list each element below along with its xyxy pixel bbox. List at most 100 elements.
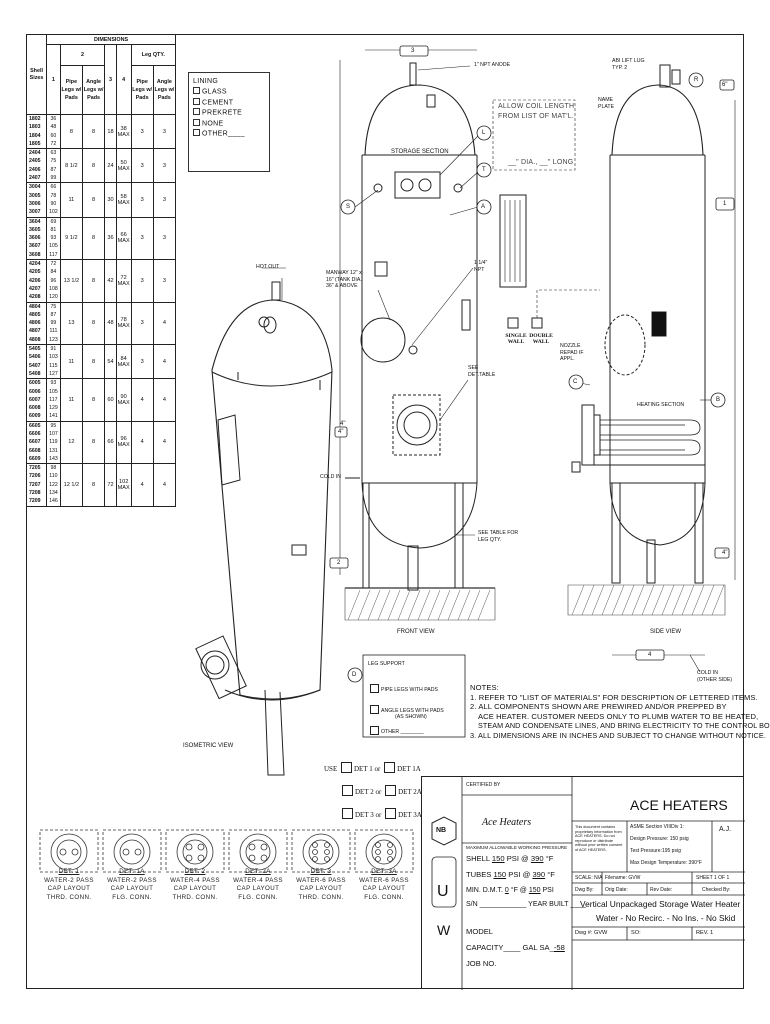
balloon-l: L <box>482 130 486 136</box>
shell-sizes-cell-line: 5406 <box>29 354 41 361</box>
lining-option[interactable]: NONE <box>193 119 265 130</box>
flange-det-label: DET. 3 <box>310 868 332 875</box>
det-3a-label: DET 3A <box>398 811 422 819</box>
shell-sizes-cell-line: 3005 <box>29 192 41 199</box>
pipe-legs-cell: 12 1/2 <box>59 463 83 507</box>
shell-psi[interactable]: 150 <box>491 854 505 863</box>
double-wall-label: DOUBLE WALL <box>529 333 553 345</box>
tubes-psi[interactable]: 150 <box>493 870 507 879</box>
min-psi-value[interactable]: 150 <box>528 887 541 894</box>
lining-option[interactable]: CEMENT <box>193 98 265 109</box>
shell-sizes-cell-line: 3004 <box>29 184 41 191</box>
flange-caption-line: WATER-4 PASS <box>170 876 220 884</box>
shell-sizes-cell-line: 4806 <box>29 320 41 327</box>
lining-option[interactable]: GLASS <box>193 87 265 98</box>
flange-det-label: DET. 1 <box>58 868 80 875</box>
title-block: CERTIFIED BY Ace Heaters NB U W MAXIMUM … <box>421 776 745 990</box>
dim-1-cell-line: 90 <box>50 200 57 207</box>
flange-caption-line: WATER-6 PASS <box>359 876 409 884</box>
flange-caption-line: WATER-2 PASS <box>107 876 157 884</box>
dim-1-cell-line: 131 <box>49 447 58 454</box>
det-3-label: DET 3 <box>355 811 374 819</box>
dim-1-cell-line: 141 <box>49 413 58 420</box>
manway-label: MANWAY 12" x 16" (TANK DIA. 36" & ABOVE <box>326 270 362 289</box>
shell-sizes-cell-line: 3608 <box>29 251 41 258</box>
dim-1-cell-line: 111 <box>49 328 58 335</box>
sa-value[interactable]: -58 <box>553 943 565 952</box>
w-stamp: W <box>437 922 451 938</box>
balloon-r: R <box>694 77 699 83</box>
shell-sizes-cell-line: 6607 <box>29 439 41 446</box>
four-inch-label-side: 4" <box>722 550 728 556</box>
dim-1-cell-line: 117 <box>49 251 58 258</box>
title-block-grid <box>431 777 745 990</box>
dim-1-cell-line: 108 <box>49 285 58 292</box>
dim-1-cell-line: 103 <box>49 354 58 361</box>
dwg-by-label: Dwg By: <box>575 887 594 893</box>
det-2-checkbox[interactable] <box>342 785 353 796</box>
dim-1-cell-line: 75 <box>50 158 57 165</box>
sa-label: SA <box>539 943 550 952</box>
leg-option-angle-label: ANGLE LEGS WITH PADS <box>381 708 444 714</box>
notes-title: NOTES: <box>470 683 499 692</box>
dim-1-cell-line: 102 <box>49 209 58 216</box>
side-view-label: SIDE VIEW <box>650 629 682 635</box>
leg-support-box <box>362 654 466 738</box>
min-dmt-value[interactable]: 0 <box>504 887 509 894</box>
angle-legs-cell: 8 <box>81 378 106 422</box>
psi-at: PSI @ <box>506 854 529 863</box>
lining-option[interactable]: PREKRETE <box>193 108 265 119</box>
shell-sizes-cell-line: 7209 <box>29 498 41 505</box>
leg-option-pipe[interactable]: PIPE LEGS WITH PADS <box>368 684 438 694</box>
shell-sizes-cell-line: 1805 <box>29 140 41 147</box>
tubes-temp[interactable]: 390 <box>532 870 546 879</box>
angle-legs-cell: 8 <box>81 148 106 184</box>
tubes-label: TUBES <box>466 870 492 879</box>
company-name: ACE HEATERS <box>630 797 728 813</box>
certified-by-label: CERTIFIED BY <box>466 782 501 788</box>
shell-sizes-cell-line: 6609 <box>29 455 41 462</box>
balloon-a: A <box>481 204 486 210</box>
dim-1-cell-line: 95 <box>50 422 57 429</box>
shell-sizes-cell-line: 3006 <box>29 200 41 207</box>
filename-label: Filename: GVW <box>605 875 641 881</box>
dwg-no-label: Dwg #: GVW <box>575 930 608 936</box>
det-use-label: USE <box>324 765 338 773</box>
sheet-label: SHEET 1 OF 1 <box>696 875 730 881</box>
det-2a-checkbox[interactable] <box>385 785 397 796</box>
nozzle-repad-label: NOZZLE REPAD IF APPL. <box>560 343 584 362</box>
rev-label: REV. 1 <box>696 930 714 936</box>
shell-temp[interactable]: 390 <box>530 854 544 863</box>
leg-option-angle[interactable]: ANGLE LEGS WITH PADS <box>368 705 444 715</box>
det-3a-checkbox[interactable] <box>385 808 397 819</box>
det-1a-checkbox[interactable] <box>384 762 396 773</box>
coil-detail <box>492 99 600 329</box>
shell-sizes-cell-line: 6608 <box>29 447 41 454</box>
det-2a-label: DET 2A <box>398 788 422 796</box>
det-1-checkbox[interactable] <box>340 762 352 773</box>
shell-sizes-cell-line: 7208 <box>29 490 41 497</box>
deg-f: °F <box>547 870 555 879</box>
leg-qty-angle-cell: 3 <box>152 182 177 218</box>
flange-caption-line: FLG. CONN. <box>364 893 404 901</box>
dim-1-cell-line: 78 <box>50 192 57 199</box>
dim-1-cell-line: 91 <box>50 346 57 353</box>
dim-1-cell-line: 122 <box>49 481 58 488</box>
note-line: 1. REFER TO "LIST OF MATERIALS" FOR DESC… <box>470 692 758 702</box>
model-label: MODEL <box>466 927 494 936</box>
psi-at: PSI @ <box>508 870 531 879</box>
dim-1-cell-line: 127 <box>49 370 58 377</box>
leg-option-other[interactable]: OTHER ________ <box>368 726 424 736</box>
det-3-checkbox[interactable] <box>342 808 353 819</box>
leg-qty-angle-cell: 4 <box>152 463 177 507</box>
balloon-b: B <box>716 397 721 403</box>
lining-option[interactable]: OTHER____ <box>193 129 265 140</box>
description-line-1: Vertical Unpackaged Storage Water Heater <box>580 899 741 909</box>
